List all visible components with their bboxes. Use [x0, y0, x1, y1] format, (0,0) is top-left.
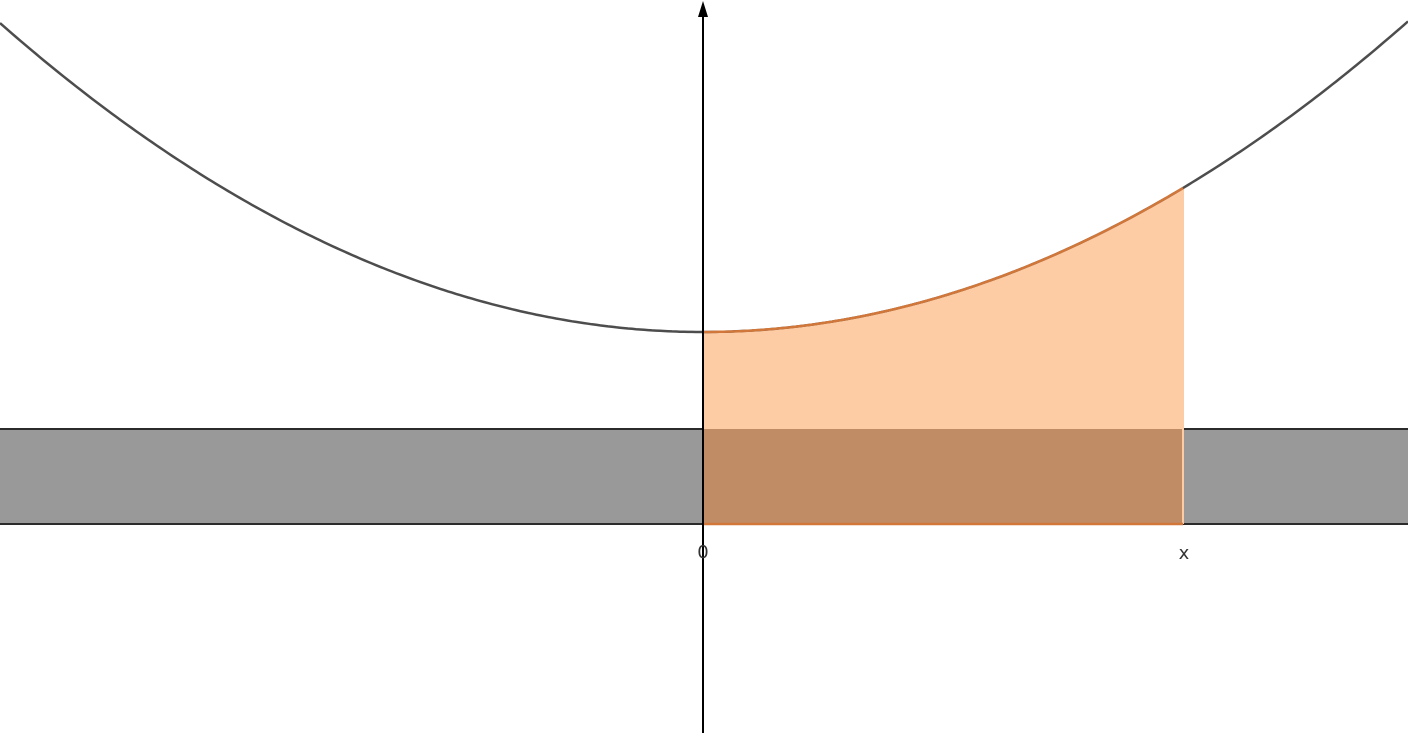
curve-highlighted-segment — [703, 186, 1184, 334]
x-marker-label: x — [1179, 543, 1190, 564]
arrow-up-icon — [698, 1, 708, 17]
origin-label: 0 — [697, 542, 708, 563]
area-band-overlap — [703, 429, 1183, 524]
